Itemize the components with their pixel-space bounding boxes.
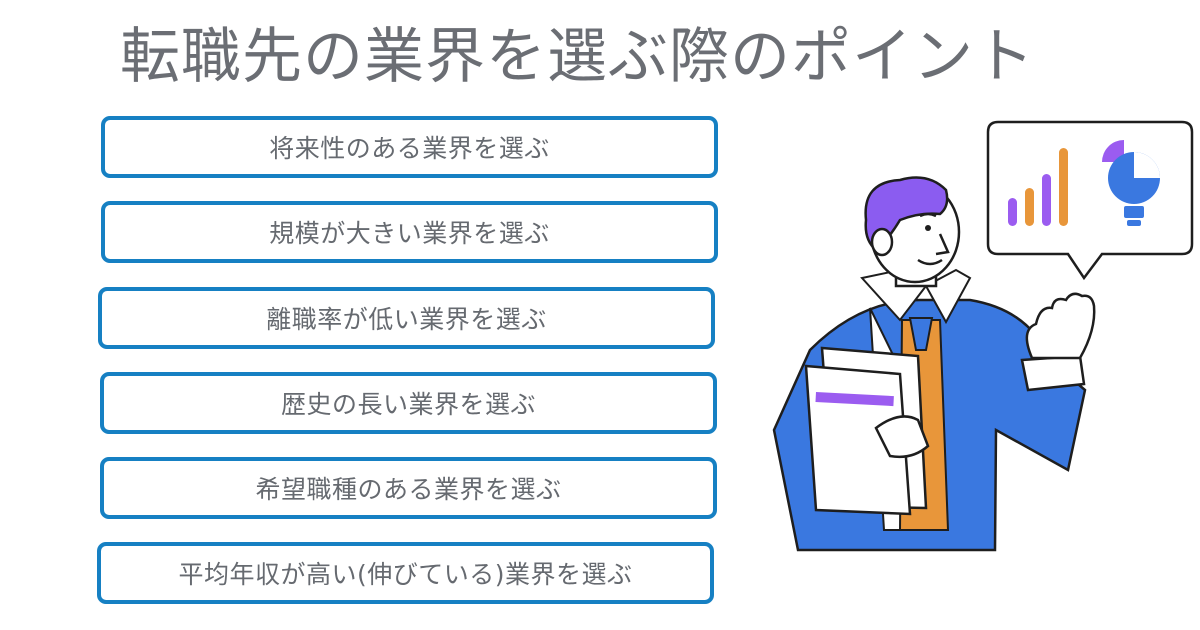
pie-chart-icon xyxy=(1102,140,1160,204)
point-item-turnover: 離職率が低い業界を選ぶ xyxy=(98,287,715,349)
point-item-desired-job: 希望職種のある業界を選ぶ xyxy=(100,457,717,519)
point-item-history: 歴史の長い業界を選ぶ xyxy=(100,372,717,434)
head xyxy=(864,176,961,288)
point-item-salary: 平均年収が高い(伸びている)業界を選ぶ xyxy=(97,542,714,604)
point-label: 規模が大きい業界を選ぶ xyxy=(269,219,550,248)
lightbulb-icon xyxy=(1124,206,1144,226)
speech-bubble xyxy=(986,120,1194,281)
raised-hand xyxy=(1020,292,1096,392)
documents-icon xyxy=(804,346,930,516)
businessman-illustration xyxy=(750,110,1200,630)
point-label: 希望職種のある業界を選ぶ xyxy=(255,475,562,504)
point-label: 離職率が低い業界を選ぶ xyxy=(266,305,547,334)
point-label: 将来性のある業界を選ぶ xyxy=(269,134,550,163)
point-label: 歴史の長い業界を選ぶ xyxy=(280,390,536,419)
point-item-scale: 規模が大きい業界を選ぶ xyxy=(101,201,718,263)
point-label: 平均年収が高い(伸びている)業界を選ぶ xyxy=(178,560,633,589)
point-item-future: 将来性のある業界を選ぶ xyxy=(101,116,718,178)
page-title: 転職先の業界を選ぶ際のポイント xyxy=(120,22,1035,92)
bar-chart-icon xyxy=(1008,148,1068,226)
